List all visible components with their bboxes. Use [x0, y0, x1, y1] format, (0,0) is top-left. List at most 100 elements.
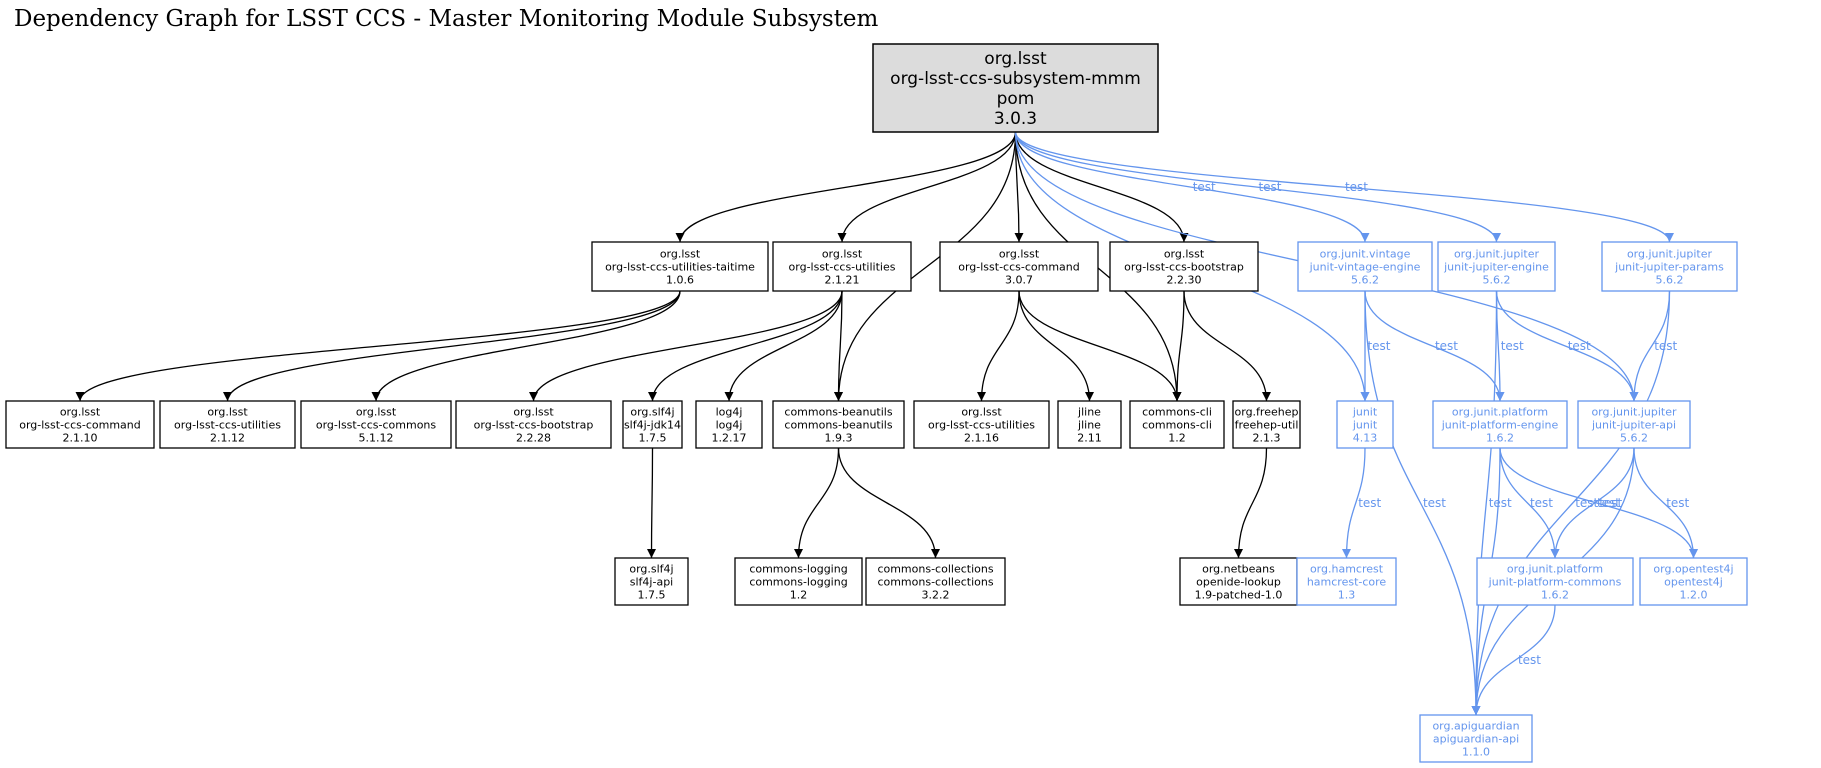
node-opentest4j-line-0: org.opentest4j — [1653, 562, 1733, 575]
node-jline-line-1: jline — [1077, 418, 1101, 431]
node-log4j-line-2: 1.2.17 — [712, 431, 747, 444]
node-beanutils-line-2: 1.9.3 — [825, 431, 853, 444]
root-node-line-0: org.lsst — [984, 49, 1047, 69]
node-jupparams-line-2: 5.6.2 — [1656, 273, 1684, 286]
edge-cmd307-to-util2116 — [977, 290, 1020, 402]
node-hamcrest-line-2: 1.3 — [1338, 588, 1356, 601]
node-util2121-line-0: org.lsst — [822, 247, 863, 260]
edge-jupeng-to-apiguardian — [1471, 290, 1498, 716]
node-box-util2112 — [159, 400, 296, 449]
node-util2112-line-0: org.lsst — [207, 405, 248, 418]
node-jline-line-0: jline — [1077, 405, 1101, 418]
edge-freehep-to-openide — [1234, 447, 1268, 559]
node-jupeng-line-1: junit-jupiter-engine — [1443, 260, 1549, 273]
edge-slf4jjdk-to-slf4japi — [647, 447, 657, 559]
node-vintage-line-0: org.junit.vintage — [1320, 247, 1411, 260]
edge-label-jupeng-to-apiguardian: test — [1489, 496, 1512, 510]
node-util2116-line-1: org-lsst-ccs-utilities — [928, 418, 1035, 431]
node-boot2228-line-0: org.lsst — [513, 405, 554, 418]
edge-jupparams-to-apiguardian — [1471, 290, 1671, 716]
edge-label-jupapi-to-opentest4j: test — [1666, 496, 1689, 510]
edge-label-vintage-to-junit: test — [1367, 339, 1390, 353]
edge-root-to-taitime — [675, 131, 1017, 243]
node-apiguardian-line-0: org.apiguardian — [1432, 719, 1519, 732]
edge-util2121-to-log4j — [724, 290, 843, 402]
node-box-cmd307 — [939, 241, 1099, 292]
node-box-jupparams — [1601, 241, 1738, 292]
node-apiguardian-line-1: apiguardian-api — [1433, 732, 1519, 745]
node-jupparams-line-0: org.junit.jupiter — [1627, 247, 1713, 260]
node-boot2230-line-1: org-lsst-ccs-bootstrap — [1124, 260, 1244, 273]
node-box-jupeng — [1437, 241, 1556, 292]
edge-label-platengine-to-opentest4j: test — [1599, 496, 1622, 510]
edge-beanutils-to-logging — [794, 447, 840, 559]
edge-boot2230-to-freehep — [1183, 290, 1271, 402]
node-box-jline — [1057, 400, 1122, 449]
nodes-layer: org.lsstorg-lsst-ccs-subsystem-mmmpom3.0… — [5, 43, 1748, 763]
edge-label-root-to-jupeng: test — [1258, 180, 1281, 194]
edge-label-jupeng-to-platengine: test — [1501, 339, 1524, 353]
node-box-freehep — [1232, 400, 1301, 449]
edge-label-vintage-to-apiguardian: test — [1423, 496, 1446, 510]
node-slf4japi-line-0: org.slf4j — [629, 562, 673, 575]
root-node: org.lsstorg-lsst-ccs-subsystem-mmmpom3.0… — [872, 43, 1159, 133]
node-boot2228-line-1: org-lsst-ccs-bootstrap — [474, 418, 594, 431]
node-platcommons-line-1: junit-platform-commons — [1488, 575, 1622, 588]
node-cmd2110-line-2: 2.1.10 — [63, 431, 98, 444]
node-box-logging — [734, 557, 863, 606]
edge-label-platengine-to-platcommons: test — [1530, 496, 1553, 510]
edge-root-to-jupparams — [1014, 131, 1674, 243]
edge-label-platcommons-to-apiguardian: test — [1518, 653, 1541, 667]
node-jupeng-line-0: org.junit.jupiter — [1454, 247, 1540, 260]
node-util2121-line-2: 2.1.21 — [825, 273, 860, 286]
node-cmd2110-line-0: org.lsst — [60, 405, 101, 418]
node-vintage-line-1: junit-vintage-engine — [1309, 260, 1421, 273]
node-platengine-line-1: junit-platform-engine — [1441, 418, 1559, 431]
node-cli-line-0: commons-cli — [1142, 405, 1212, 418]
edge-platengine-to-platcommons — [1499, 447, 1560, 559]
edge-label-jupparams-to-jupapi: test — [1654, 339, 1677, 353]
node-platengine-line-2: 1.6.2 — [1486, 431, 1514, 444]
node-taitime-line-1: org-lsst-ccs-utilities-taitime — [605, 260, 755, 273]
node-cmd307-line-1: org-lsst-ccs-command — [958, 260, 1080, 273]
edge-taitime-to-util2112 — [223, 290, 681, 402]
node-vintage-line-2: 5.6.2 — [1351, 273, 1379, 286]
node-box-taitime — [591, 241, 769, 292]
node-freehep-line-0: org.freehep — [1235, 405, 1299, 418]
node-opentest4j-line-1: opentest4j — [1664, 575, 1723, 588]
node-hamcrest-line-1: hamcrest-core — [1307, 575, 1387, 588]
edge-cmd307-to-jline — [1018, 290, 1094, 402]
edge-root-to-jupeng — [1014, 131, 1501, 243]
node-box-util2121 — [772, 241, 912, 292]
node-freehep-line-2: 2.1.3 — [1253, 431, 1281, 444]
node-openide-line-1: openide-lookup — [1196, 575, 1281, 588]
node-freehep-line-1: freehep-util — [1235, 418, 1299, 431]
edge-vintage-to-apiguardian — [1364, 290, 1481, 716]
node-box-junit — [1336, 400, 1394, 449]
edge-root-to-vintage — [1014, 131, 1370, 243]
node-box-util2116 — [913, 400, 1050, 449]
edge-jupeng-to-jupapi — [1495, 290, 1639, 402]
node-hamcrest-line-0: org.hamcrest — [1310, 562, 1384, 575]
node-box-jupapi — [1577, 400, 1691, 449]
node-box-slf4japi — [614, 557, 689, 606]
node-apiguardian-line-2: 1.1.0 — [1462, 745, 1490, 758]
node-jupapi-line-0: org.junit.jupiter — [1591, 405, 1677, 418]
node-platcommons-line-0: org.junit.platform — [1507, 562, 1603, 575]
edge-util2121-to-slf4jjdk — [648, 290, 843, 402]
node-util2116-line-2: 2.1.16 — [964, 431, 999, 444]
edge-cmd307-to-cli — [1018, 290, 1182, 402]
root-node-line-3: 3.0.3 — [994, 109, 1037, 129]
node-cli-line-2: 1.2 — [1168, 431, 1186, 444]
node-box-hamcrest — [1296, 557, 1397, 606]
edge-label-jupparams-to-apiguardian: test — [1575, 496, 1598, 510]
